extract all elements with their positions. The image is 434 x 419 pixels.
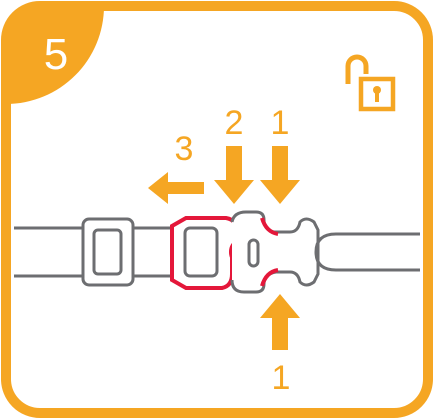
arrow-down-left-label: 2 [225,104,244,142]
arrow-left-label: 3 [175,130,194,168]
arrow-down-press-left [214,146,254,204]
arrow-down-press-right [260,146,300,204]
strap-slider [81,217,135,287]
arrow-up-press [260,294,300,350]
arrow-up-label: 1 [272,359,291,397]
step-number: 5 [44,30,68,79]
strap-right [314,232,420,272]
arrow-left-pull [148,172,204,204]
buckle-female-part [230,210,320,294]
step-badge [6,6,104,104]
arrow-down-right-label: 1 [271,104,290,142]
unlocked-padlock-icon [345,54,396,112]
